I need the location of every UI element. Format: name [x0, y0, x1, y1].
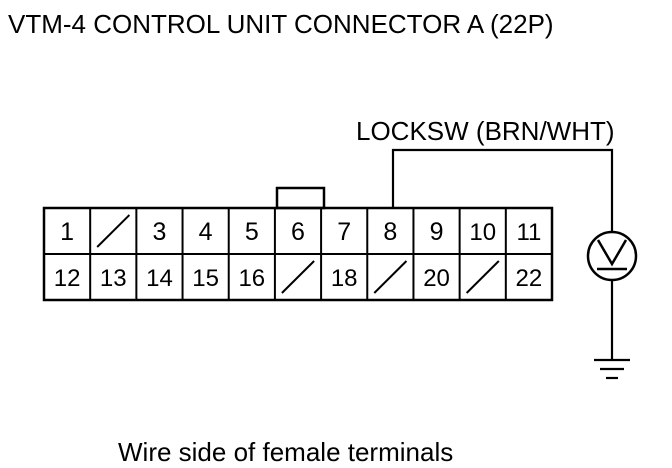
pin-label: 13 — [100, 265, 127, 292]
pin-label: 15 — [192, 265, 219, 292]
pin-label: 11 — [516, 219, 541, 246]
wire-label: LOCKSW (BRN/WHT) — [356, 116, 615, 146]
pin-label: 20 — [423, 265, 450, 292]
diagram-title: VTM-4 CONTROL UNIT CONNECTOR A (22P) — [8, 9, 554, 39]
connector-lock-tab — [275, 186, 326, 210]
ground-icon — [594, 358, 630, 380]
pin-label: 5 — [245, 218, 259, 246]
pin-label: 4 — [199, 218, 213, 246]
unused-pin-slash — [281, 260, 315, 294]
locksw-wire — [391, 148, 614, 232]
pin-label: 12 — [54, 265, 81, 292]
caption: Wire side of female terminals — [118, 437, 453, 467]
pin-label: 1 — [60, 218, 74, 246]
pin-label: 8 — [383, 218, 397, 246]
pin-label: 7 — [337, 218, 351, 246]
unused-pin-slash — [373, 260, 408, 294]
pin-label: 22 — [516, 265, 543, 292]
unused-pin-slash — [465, 260, 500, 294]
voltmeter-symbol — [596, 239, 628, 267]
pin-label: 6 — [291, 218, 305, 246]
pin-label: 18 — [331, 265, 358, 292]
voltmeter-circle — [586, 230, 638, 282]
pin-label: 3 — [153, 218, 167, 246]
pin-label: 14 — [146, 265, 173, 292]
voltmeter-icon — [586, 230, 638, 282]
pin-label: 9 — [430, 218, 444, 246]
pin-label: 10 — [469, 219, 496, 246]
unused-pin-slash — [96, 214, 131, 248]
pin-label: 16 — [238, 265, 265, 292]
